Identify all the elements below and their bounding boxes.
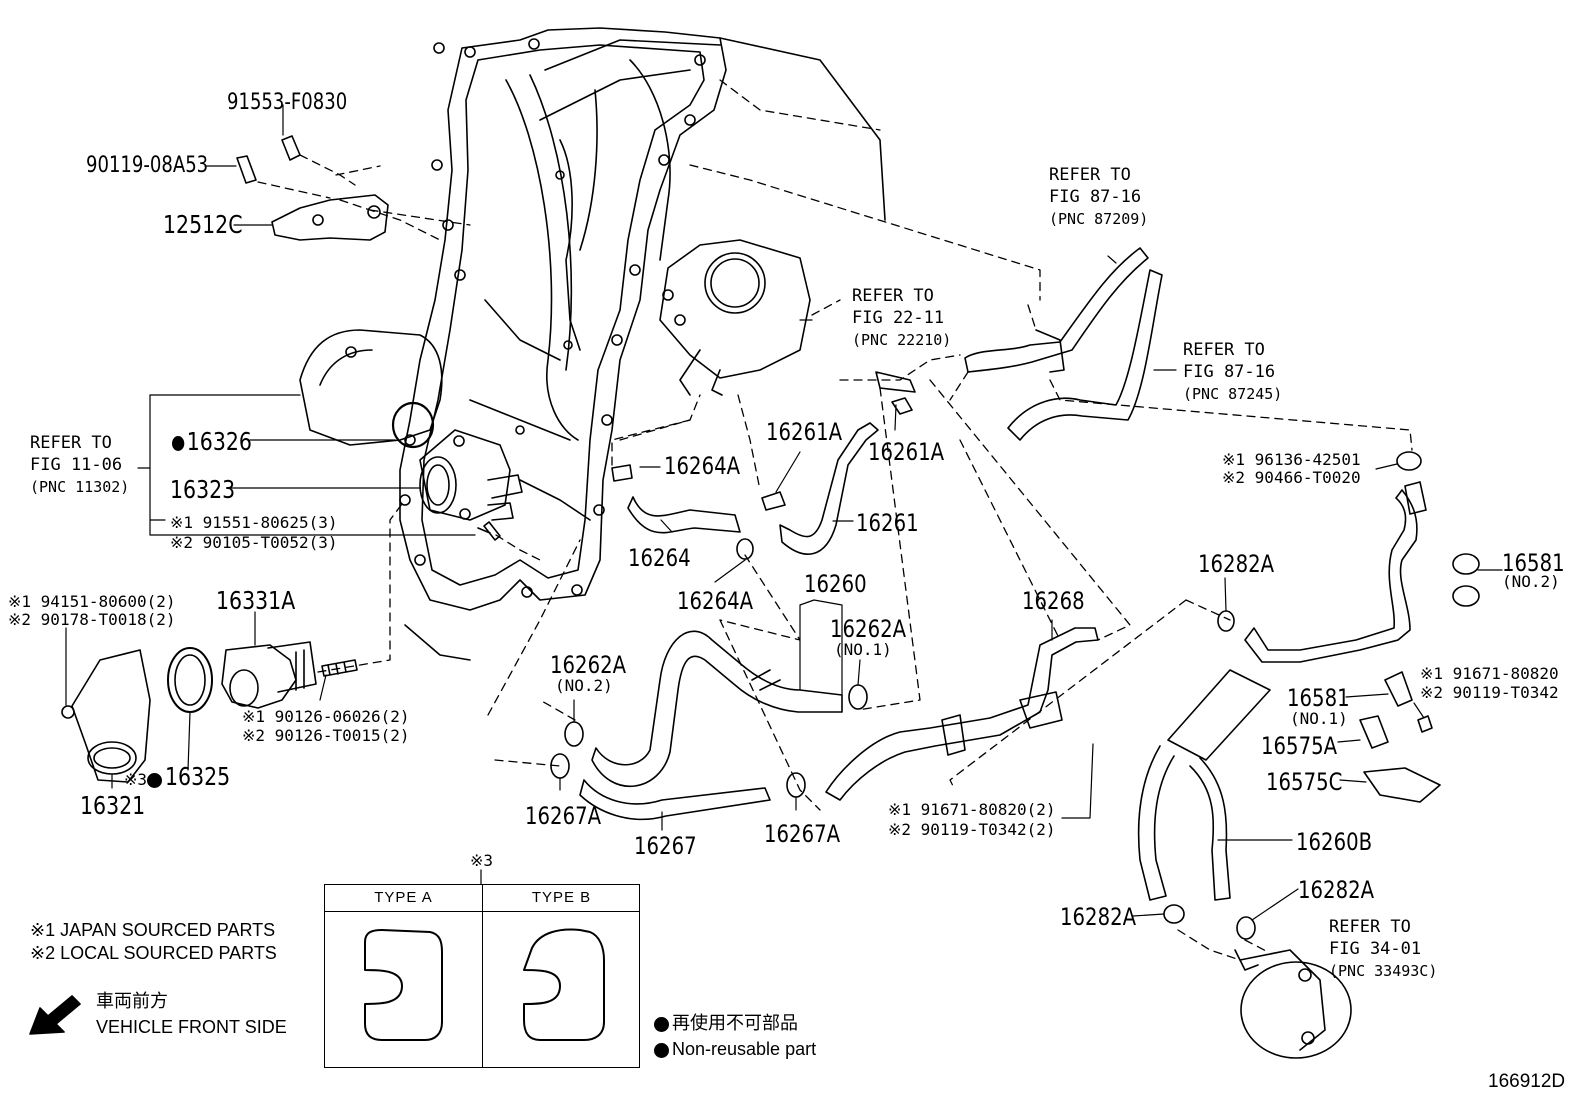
part-label-91553-F0830[interactable]: 91553-F0830 <box>227 90 348 115</box>
part-label-16282A-right[interactable]: 16282A <box>1298 876 1375 904</box>
part-label-16323[interactable]: 16323 <box>170 475 236 504</box>
part-label-16267[interactable]: 16267 <box>634 832 697 860</box>
water-outlet-16323 <box>419 429 523 521</box>
engine-timing-cover <box>299 27 886 661</box>
part-label-16260B[interactable]: 16260B <box>1296 828 1373 856</box>
clamps <box>550 538 1256 940</box>
non-reusable-dot-icon <box>147 773 163 788</box>
part-label-16575A[interactable]: 16575A <box>1261 732 1338 760</box>
part-label-16581-no2[interactable]: 16581 <box>1502 549 1565 577</box>
part-label-16264[interactable]: 16264 <box>628 544 691 572</box>
stud-bolt-90126 <box>321 659 358 677</box>
hose-16260 <box>591 630 843 787</box>
type-b-gasket-shape <box>523 928 605 1041</box>
type-a-column: TYPE A <box>325 885 482 1067</box>
part-label-12512C[interactable]: 12512C <box>163 210 243 239</box>
sub-label-no1-16262A: (NO.1) <box>834 640 892 659</box>
part-label-16331A[interactable]: 16331A <box>216 586 296 615</box>
non-reusable-dot-icon <box>654 1042 669 1058</box>
hose-16267 <box>579 779 771 821</box>
part-label-16267A-left[interactable]: 16267A <box>525 802 602 830</box>
clamp-16581 <box>1359 553 1480 803</box>
part-label-16267A-right[interactable]: 16267A <box>764 820 841 848</box>
sub-label-no1-16581: (NO.1) <box>1290 709 1348 728</box>
seal-ring-16325 <box>167 647 213 713</box>
type-b-header: TYPE B <box>483 885 640 912</box>
spec-label-90178-T0018[interactable]: ※2 90178-T0018(2) <box>8 610 176 629</box>
vacuum-pump <box>1234 949 1352 1059</box>
legend-non-reusable-en: Non-reusable part <box>654 1040 816 1058</box>
part-label-16264A-top[interactable]: 16264A <box>664 452 741 480</box>
sub-label-no2-16581: (NO.2) <box>1502 572 1560 591</box>
spec-label-96136-42501[interactable]: ※1 96136-42501 <box>1222 450 1361 469</box>
part-label-16264A-bottom[interactable]: 16264A <box>677 587 754 615</box>
spec-label-91671-80820-bottom[interactable]: ※1 91671-80820(2) <box>888 800 1056 819</box>
clip-96136 <box>1396 451 1422 471</box>
water-inlet-16321 <box>61 649 151 783</box>
part-label-16581-no1[interactable]: 16581 <box>1287 684 1350 712</box>
part-label-16268[interactable]: 16268 <box>1022 587 1085 615</box>
diagram-id: 166912D <box>1488 1071 1566 1092</box>
type-a-header: TYPE A <box>325 885 482 912</box>
throttle-body <box>659 239 811 396</box>
part-label-16262A-no2[interactable]: 16262A <box>550 651 627 679</box>
hose-16264 <box>611 464 741 534</box>
spec-label-91671-80820-right[interactable]: ※1 91671-80820 <box>1420 664 1559 683</box>
part-label-16282A-left[interactable]: 16282A <box>1060 903 1137 931</box>
part-label-16262A-no1[interactable]: 16262A <box>830 615 907 643</box>
part-label-16282A-top[interactable]: 16282A <box>1198 550 1275 578</box>
part-label-16261A-left[interactable]: 16261A <box>766 418 843 446</box>
note-japan-sourced: ※1 JAPAN SOURCED PARTS <box>30 920 276 940</box>
type-b-column: TYPE B <box>482 885 640 1067</box>
hose-16260B <box>1137 481 1427 901</box>
spec-label-90119-T0342-bottom[interactable]: ※2 90119-T0342(2) <box>888 820 1056 839</box>
legend-non-reusable-jp: 再使用不可部品 <box>654 1014 798 1032</box>
non-reusable-dot-icon <box>654 1016 669 1032</box>
part-label-16575C[interactable]: 16575C <box>1266 768 1343 796</box>
part-label-16326[interactable]: 16326 <box>172 429 252 454</box>
spec-label-90105-T0052[interactable]: ※2 90105-T0052(3) <box>170 533 338 552</box>
leader-lines-solid <box>65 104 1503 921</box>
gasket-16326 <box>391 401 435 449</box>
non-reusable-dot-icon <box>172 435 185 451</box>
part-label-16321[interactable]: 16321 <box>80 791 146 820</box>
spec-label-94151-80600[interactable]: ※1 94151-80600(2) <box>8 592 176 611</box>
part-label-16261[interactable]: 16261 <box>856 509 919 537</box>
heater-hoses <box>964 247 1163 441</box>
type-table-marker: ※3 <box>470 851 494 870</box>
spec-label-91551-80625[interactable]: ※1 91551-80625(3) <box>170 513 338 532</box>
part-label-90119-08A53[interactable]: 90119-08A53 <box>86 153 209 178</box>
note-local-sourced: ※2 LOCAL SOURCED PARTS <box>30 943 277 963</box>
sub-label-no2-16262A: (NO.2) <box>555 676 613 695</box>
bolt-91551 <box>477 521 501 541</box>
part-label-16260[interactable]: 16260 <box>804 570 867 598</box>
clip-16261A <box>875 371 916 415</box>
type-a-gasket-shape <box>364 929 443 1041</box>
hose-16261 <box>779 422 879 555</box>
thermostat-16331A <box>221 641 317 709</box>
spec-label-90126-T0015[interactable]: ※2 90126-T0015(2) <box>242 726 410 745</box>
type-table: TYPE A TYPE B <box>324 884 640 1068</box>
clamp-16261A-left <box>761 491 786 511</box>
spec-label-90466-T0020[interactable]: ※2 90466-T0020 <box>1222 468 1361 487</box>
vehicle-front-arrow-icon <box>29 995 81 1035</box>
note-front-en: VEHICLE FRONT SIDE <box>96 1017 287 1037</box>
clip-16268 <box>941 691 1063 756</box>
spec-label-90126-06026[interactable]: ※1 90126-06026(2) <box>242 707 410 726</box>
part-label-16261A-right[interactable]: 16261A <box>868 438 945 466</box>
spec-label-90119-T0342-right[interactable]: ※2 90119-T0342 <box>1420 683 1559 702</box>
note-front-jp: 車両前方 <box>96 991 168 1011</box>
